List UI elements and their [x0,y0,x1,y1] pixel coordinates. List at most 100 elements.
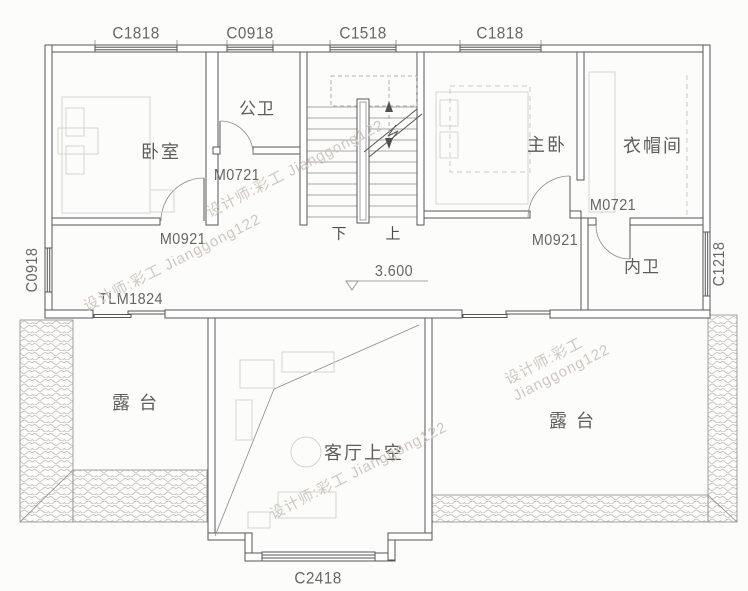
staircase [307,75,423,224]
drawing-segment [368,113,423,158]
drawing-segment [629,217,704,226]
drawing-segment [385,138,393,149]
drawing-segment [93,314,132,318]
drawing-segment [65,145,85,175]
window-label-c1818-top-right: C1818 [476,23,524,43]
drawing-segment [588,71,616,213]
drawing-segment [707,314,738,523]
drawing-segment [449,85,531,173]
drawing-segment [44,309,94,319]
window-c1818-top-right [459,40,542,53]
drawing-segment [149,189,175,213]
door-label-ensuite-m0721: M0721 [589,197,637,214]
drawing-segment [569,210,582,219]
drawing-segment [65,107,85,137]
window-label-c0918-left: C0918 [24,247,41,293]
door-master-m0921 [527,175,571,219]
drawing-segment [435,91,529,205]
terrace-left [19,319,208,523]
furniture-sketches [57,71,688,529]
sliding-door-terrace-right [462,310,551,318]
drawing-segment [57,127,99,155]
stair-break-line [363,108,423,158]
drawing-segment [359,101,367,221]
window-label-c2418-bottom: C2418 [294,568,342,588]
drawing-segment [261,551,376,562]
drawing-segment [423,210,531,219]
sliding-door-tlm1824 [93,310,166,318]
drawing-segment [214,324,420,537]
room-label-terrace-right: 露台 [549,411,603,431]
drawing-segment [51,217,161,226]
window-c1818-top-left [94,40,178,53]
drawing-segment [239,359,275,389]
cloakroom-wardrobe [588,71,688,215]
drawing-segment [505,310,551,315]
drawing-segment [439,131,459,159]
drawing-segment [205,51,219,226]
window-c2418-bottom [261,551,376,562]
drawing-segment [235,399,253,441]
drawing-segment [587,217,597,226]
drawing-segment [387,532,433,541]
room-label-bedroom: 卧室 [141,142,181,162]
room-label-cloakroom: 衣帽间 [623,136,683,156]
drawing-segment [226,44,274,53]
drawing-segment [281,351,335,373]
room-label-terrace-left: 露台 [112,393,166,413]
terrace-right [427,314,738,523]
drawing-segment [207,317,216,541]
living-room-furniture [235,351,337,529]
drawing-segment [385,101,393,112]
drawing-segment [61,96,151,214]
drawing-segment [299,51,308,226]
living-void-diagonal [214,324,420,537]
drawing-segment [707,494,738,523]
window-c0918-top [226,40,274,53]
door-ensuite-m0721 [595,224,631,260]
drawing-segment [580,217,589,311]
stair-rail [356,98,370,224]
drawing-segment [94,44,178,53]
window-c1518-top [329,40,397,53]
drawing-segment [595,224,631,260]
drawing-segment [219,120,254,155]
room-label-master-bedroom: 主卧 [527,135,567,155]
drawing-segment [127,310,166,315]
drawing-segment [427,494,709,523]
interior-walls [51,51,704,311]
drawing-segment [702,231,711,297]
drawing-segment [356,98,370,224]
level-mark-symbol [345,280,428,291]
door-label-bedroom-m0921: M0921 [159,231,207,248]
drawing-segment [345,280,359,291]
drawing-segment [277,491,337,519]
living-room-walls [207,317,433,562]
drawing-segment [164,309,463,319]
drawing-segment [387,124,399,143]
drawing-segment [244,552,263,562]
door-public-bath-m0721 [219,120,254,155]
room-label-ensuite-bath: 内卫 [624,257,660,277]
drawing-segment [19,469,74,523]
drawing-segment [212,146,221,155]
door-label-public-bath-m0721: M0721 [213,167,261,184]
drawing-segment [527,175,571,219]
drawing-segment [330,75,418,107]
drawing-segment [459,44,542,53]
stair-down-label: 下 [331,225,347,243]
drawing-segment [19,319,74,523]
drawing-segment [576,51,585,181]
bedroom-furniture [57,96,175,214]
room-label-living-void: 客厅上空 [324,443,404,463]
stair-direction-arrows [385,80,393,150]
stair-up-label: 上 [385,225,401,243]
drawing-segment [247,511,271,529]
drawing-segment [290,436,322,468]
drawing-segment [44,247,53,293]
window-c0918-left [44,247,53,293]
window-c1218-right [702,231,711,297]
room-label-public-bath: 公卫 [239,99,275,119]
